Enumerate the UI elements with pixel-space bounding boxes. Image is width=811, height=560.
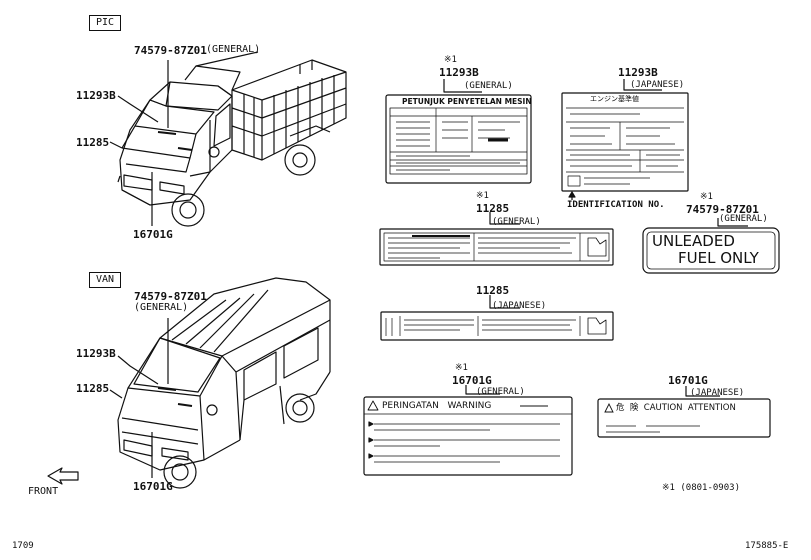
decal-11285-japanese-drawing — [380, 295, 614, 341]
decal6-variant: (GENERAL) — [476, 387, 525, 397]
figure-code: 175885-E — [745, 541, 789, 551]
van-label-11285: 11285 — [76, 382, 110, 395]
decal6-part: 16701G — [452, 374, 492, 387]
decal3-part: 11285 — [476, 202, 510, 215]
pic-label-11285: 11285 — [76, 136, 110, 149]
van-drawing — [109, 277, 331, 489]
pic-label-11293b: 11293B — [76, 89, 116, 102]
decal-warning-drawing — [363, 385, 573, 476]
van-label-11293b: 11293B — [76, 347, 116, 360]
decal4-line1: UNLEADED — [652, 232, 735, 250]
decal7-title: 危 険 CAUTION ATTENTION — [616, 403, 736, 413]
decal4-part: 74579-87Z01 — [686, 203, 759, 216]
pic-label-74579: 74579-87Z01 — [134, 44, 207, 57]
pic-label-16701g: 16701G — [133, 228, 173, 241]
front-arrow-icon — [47, 467, 79, 485]
van-label-74579: 74579-87Z01 — [134, 290, 207, 303]
page-code: 1709 — [12, 541, 34, 551]
decal4-variant: (GENERAL) — [719, 214, 768, 224]
decal2-part: 11293B — [618, 66, 658, 79]
decal4-mark: ※1 — [700, 192, 713, 202]
decal1-mark: ※1 — [444, 55, 457, 65]
pickup-truck-drawing — [109, 51, 347, 227]
decal3-variant: (GENERAL) — [492, 217, 541, 227]
decal-11285-general-drawing — [379, 212, 614, 266]
pic-tag: PIC — [89, 15, 122, 31]
decal7-variant: (JAPANESE) — [690, 388, 745, 398]
decal-caution-drawing — [597, 386, 771, 438]
decal2-variant: (JAPANESE) — [630, 80, 685, 90]
decal2-caption: IDENTIFICATION NO. — [567, 200, 665, 210]
footnote: ※1 (0801-0903) — [662, 483, 740, 493]
decal4-line2: FUEL ONLY — [678, 249, 759, 267]
decal1-title: PETUNJUK PENYETELAN MESIN — [402, 97, 532, 106]
van-tag: VAN — [89, 272, 122, 288]
decal2-title: エンジン基準値 — [590, 95, 639, 103]
decal5-variant: (JAPANESE) — [492, 301, 547, 311]
decal1-variant: (GENERAL) — [464, 81, 513, 91]
decal7-part: 16701G — [668, 374, 708, 387]
van-label-general: (GENERAL) — [134, 302, 189, 313]
decal3-mark: ※1 — [476, 191, 489, 201]
decal-11293b-general-drawing — [385, 79, 532, 184]
front-label: FRONT — [28, 486, 59, 497]
van-label-16701g: 16701G — [133, 480, 173, 493]
decal6-mark: ※1 — [455, 363, 468, 373]
decal1-part: 11293B — [439, 66, 479, 79]
decal5-part: 11285 — [476, 284, 510, 297]
decal-unleaded-drawing — [642, 218, 780, 274]
pic-label-general: (GENERAL) — [206, 44, 261, 55]
decal-11293b-japanese-drawing — [561, 79, 689, 200]
decal6-title: PERINGATAN WARNING — [382, 401, 492, 411]
